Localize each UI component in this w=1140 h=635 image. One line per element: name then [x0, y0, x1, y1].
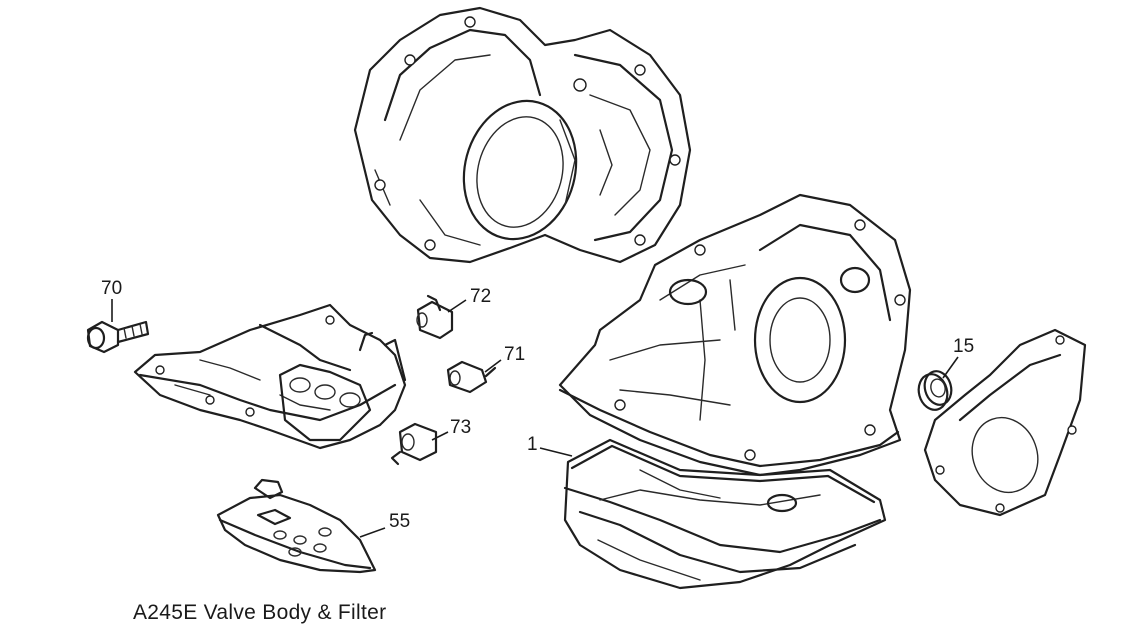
callout-55: 55 — [389, 511, 411, 532]
converter-housing — [353, 6, 692, 264]
oil-pan — [563, 438, 887, 590]
solenoid-70 — [86, 320, 150, 354]
callout-71: 71 — [504, 344, 526, 365]
callout-70: 70 — [101, 278, 123, 299]
side-cover — [923, 328, 1087, 517]
solenoid-71 — [446, 360, 497, 394]
leader-lines — [111, 299, 959, 538]
oil-seal — [917, 370, 953, 411]
transaxle-case — [558, 193, 912, 477]
oil-strainer — [216, 478, 377, 574]
callout-72: 72 — [470, 286, 492, 307]
diagram-caption: A245E Valve Body & Filter — [133, 601, 387, 624]
solenoid-72 — [416, 294, 454, 340]
valve-body — [133, 303, 407, 450]
solenoid-73 — [390, 422, 438, 466]
callout-15: 15 — [953, 336, 975, 357]
callout-73: 73 — [450, 417, 472, 438]
callout-1: 1 — [527, 434, 538, 455]
